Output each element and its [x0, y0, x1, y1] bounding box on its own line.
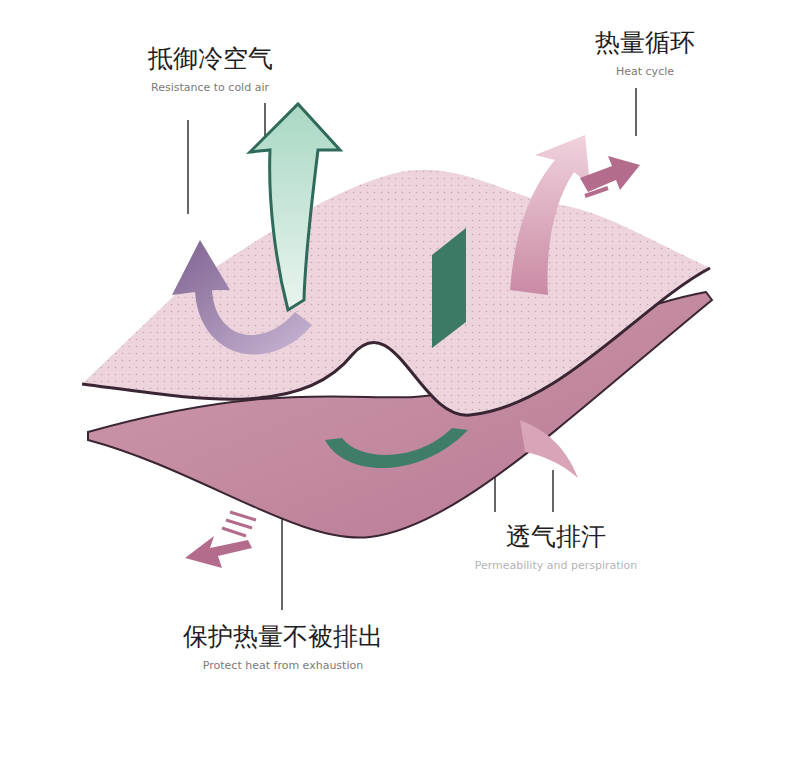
motion-dash	[222, 512, 256, 536]
callout-title: 透气排汗	[504, 523, 608, 552]
heat-arrow	[185, 536, 252, 568]
callout-subtitle: Protect heat from exhaustion	[201, 660, 365, 673]
callout-title: 保护热量不被排出	[181, 623, 385, 652]
heat-arrow	[510, 135, 590, 295]
leader-line	[552, 470, 554, 512]
leader-line	[187, 120, 189, 214]
callout-subtitle: Permeability and perspiration	[473, 560, 640, 573]
callout-title: 抵御冷空气	[146, 45, 275, 74]
layer-flap	[520, 420, 578, 478]
motion-dash	[585, 188, 608, 196]
callout-title: 热量循环	[593, 29, 697, 58]
cold-air-arrow	[250, 104, 340, 310]
callout-subtitle: Heat cycle	[614, 66, 676, 79]
callout-subtitle: Resistance to cold air	[149, 82, 271, 95]
heat-arrow	[580, 156, 640, 192]
green-slab	[432, 228, 466, 348]
green-flow	[325, 428, 468, 468]
fabric-texture	[82, 170, 710, 415]
leader-line	[635, 88, 637, 136]
upper-layer	[82, 170, 710, 415]
leader-line	[281, 518, 283, 610]
